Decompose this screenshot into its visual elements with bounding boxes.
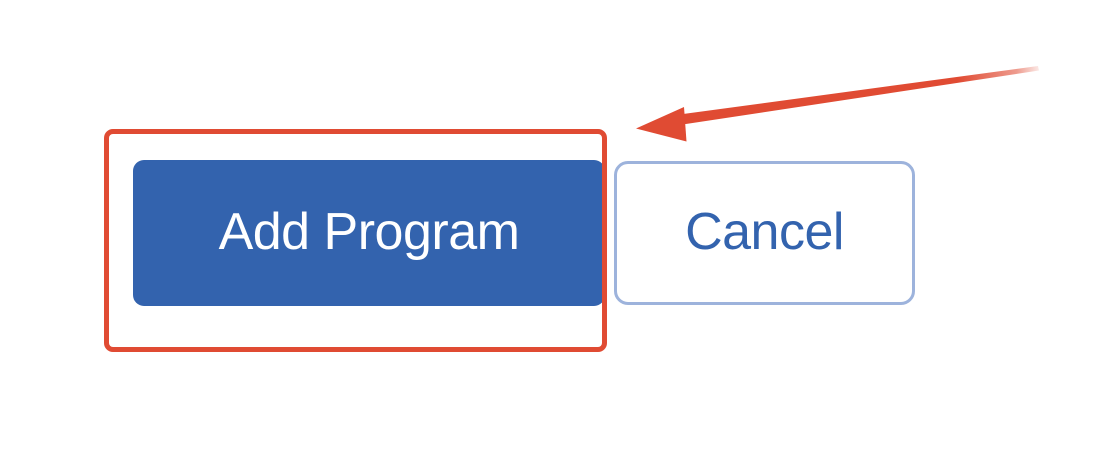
dialog-action-row: Add Program Cancel <box>133 160 915 306</box>
add-program-button[interactable]: Add Program <box>133 160 605 306</box>
arrow-head <box>636 107 687 142</box>
cancel-button[interactable]: Cancel <box>614 161 915 305</box>
arrow-shaft <box>672 66 1039 126</box>
